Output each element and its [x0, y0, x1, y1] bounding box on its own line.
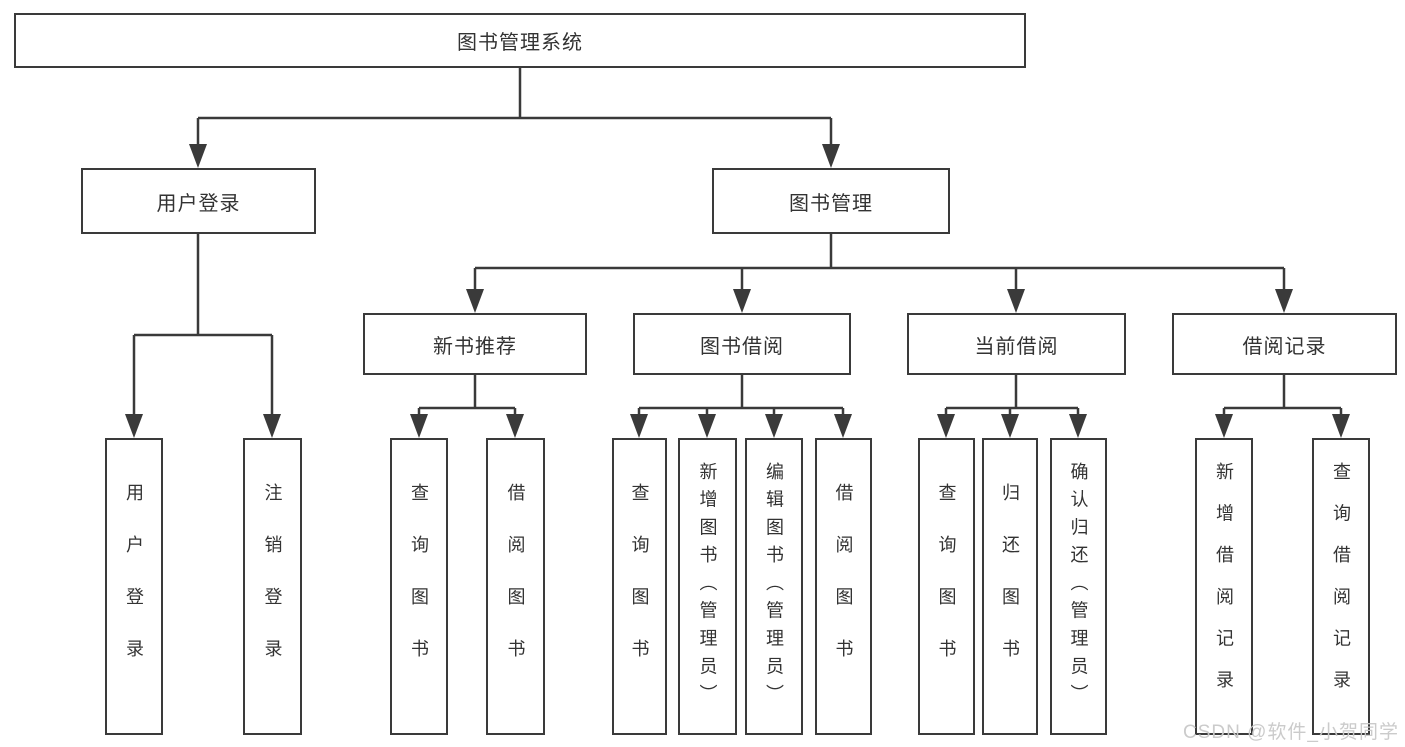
leaf-current-confirm-return-label: 确认归还（管理员）	[1068, 461, 1089, 712]
leaf-current-return-book: 归还图书	[982, 438, 1038, 735]
leaf-recommend-borrow-book: 借阅图书	[486, 438, 545, 735]
leaf-recommend-query-book: 查询图书	[390, 438, 448, 735]
leaf-record-add-record: 新增借阅记录	[1195, 438, 1253, 735]
node-user-login: 用户登录	[81, 168, 316, 234]
leaf-borrow-add-book: 新增图书（管理员）	[678, 438, 737, 735]
leaf-borrow-borrow-book-label: 借阅图书	[833, 482, 854, 691]
node-new-book-recommend-label: 新书推荐	[433, 335, 517, 358]
node-book-borrow-label: 图书借阅	[700, 335, 784, 358]
node-book-borrow: 图书借阅	[633, 313, 851, 375]
leaf-record-query-record-label: 查询借阅记录	[1331, 461, 1351, 712]
leaf-current-return-book-label: 归还图书	[1000, 482, 1020, 691]
leaf-logout: 注销登录	[243, 438, 302, 735]
leaf-current-confirm-return: 确认归还（管理员）	[1050, 438, 1107, 735]
node-new-book-recommend: 新书推荐	[363, 313, 587, 375]
node-user-login-label: 用户登录	[156, 192, 241, 215]
leaf-borrow-edit-book: 编辑图书（管理员）	[745, 438, 803, 735]
node-book-management-label: 图书管理	[789, 192, 873, 215]
leaf-borrow-query-book-label: 查询图书	[629, 482, 650, 691]
leaf-recommend-borrow-book-label: 借阅图书	[505, 482, 526, 691]
node-root-system-label: 图书管理系统	[457, 32, 583, 54]
leaf-current-query-book: 查询图书	[918, 438, 975, 735]
leaf-borrow-add-book-label: 新增图书（管理员）	[697, 461, 718, 712]
node-borrow-record-label: 借阅记录	[1242, 335, 1327, 358]
leaf-borrow-query-book: 查询图书	[612, 438, 667, 735]
leaf-record-query-record: 查询借阅记录	[1312, 438, 1370, 735]
arrowheads	[125, 144, 1350, 438]
leaf-borrow-edit-book-label: 编辑图书（管理员）	[764, 461, 784, 712]
node-current-borrow-label: 当前借阅	[974, 335, 1059, 358]
leaf-borrow-borrow-book: 借阅图书	[815, 438, 872, 735]
leaf-record-add-record-label: 新增借阅记录	[1214, 461, 1234, 712]
leaf-user-login-label: 用户登录	[124, 482, 144, 691]
leaf-user-login: 用户登录	[105, 438, 163, 735]
node-borrow-record: 借阅记录	[1172, 313, 1397, 375]
node-book-management: 图书管理	[712, 168, 950, 234]
leaf-recommend-query-book-label: 查询图书	[409, 482, 429, 691]
node-current-borrow: 当前借阅	[907, 313, 1126, 375]
leaf-logout-label: 注销登录	[262, 482, 283, 691]
node-root-system: 图书管理系统	[14, 13, 1026, 68]
csdn-watermark: CSDN @软件_小贺同学	[1183, 722, 1399, 743]
leaf-current-query-book-label: 查询图书	[936, 482, 957, 691]
